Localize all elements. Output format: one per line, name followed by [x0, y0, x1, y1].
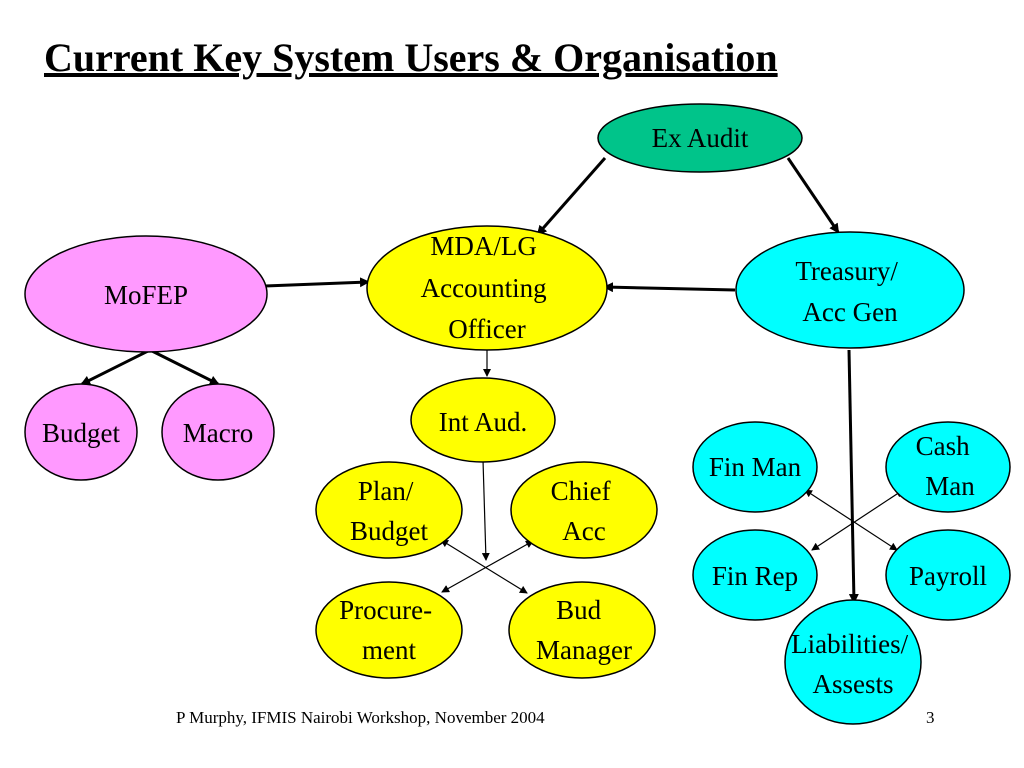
arrow-exaudit-to-mda [536, 157, 607, 236]
svg-text:Bud Manager: Bud Manager [536, 595, 632, 665]
procurement-label-line2: ment [362, 635, 416, 665]
bud-manager-label-line1: Bud [556, 595, 602, 625]
chief-acc-label-line1: Chief [551, 476, 611, 506]
arrow-mofep-to-macro [149, 348, 220, 386]
plan-budget-label-line2: Budget [350, 516, 428, 546]
node-liabilities-assests: Liabilities/ Assests [784, 599, 922, 725]
node-payroll: Payroll [885, 529, 1011, 621]
svg-text:Treasury/ Acc Gen: Treasury/ Acc Gen [795, 256, 904, 327]
node-fin-man: Fin Man [692, 421, 818, 513]
mda-label-line1: MDA/LG [430, 231, 537, 261]
svg-text:Cash Man: Cash Man [916, 431, 977, 501]
page-title: Current Key System Users & Organisation [44, 35, 778, 80]
int-aud-label: Int Aud. [439, 407, 528, 437]
node-macro: Macro [161, 383, 275, 481]
svg-text:Liabilities/ Assests: Liabilities/ Assests [791, 629, 915, 699]
connectors [80, 157, 904, 604]
svg-text:Fin Man: Fin Man [709, 452, 802, 482]
node-chief-acc: Chief Acc [510, 461, 658, 559]
cash-man-label-line1: Cash [916, 431, 971, 461]
ex-audit-label: Ex Audit [652, 123, 749, 153]
footer-credit: P Murphy, IFMIS Nairobi Workshop, Novemb… [176, 708, 545, 727]
macro-label: Macro [183, 418, 253, 448]
svg-text:Ex Audit: Ex Audit [652, 123, 749, 153]
node-procurement: Procure- ment [315, 581, 463, 679]
svg-text:Plan/ Budget: Plan/ Budget [350, 476, 428, 546]
arrow-mofep-to-budget [80, 348, 151, 386]
svg-text:Fin Rep: Fin Rep [712, 561, 798, 591]
svg-text:Chief Acc: Chief Acc [551, 476, 618, 546]
mda-label-line3: Officer [448, 314, 525, 344]
liabilities-label-line1: Liabilities/ [791, 629, 908, 659]
svg-text:Payroll: Payroll [909, 561, 987, 591]
node-mda-lg-accounting-officer: MDA/LG Accounting Officer [366, 225, 608, 351]
node-mofep: MoFEP [24, 235, 268, 353]
svg-text:MoFEP: MoFEP [104, 280, 188, 310]
fin-rep-label: Fin Rep [712, 561, 798, 591]
svg-text:Int Aud.: Int Aud. [439, 407, 528, 437]
node-budget: Budget [24, 383, 138, 481]
plan-budget-label-line1: Plan/ [358, 476, 414, 506]
arrow-chief-procurement [441, 540, 534, 593]
mofep-label: MoFEP [104, 280, 188, 310]
node-treasury-acc-gen: Treasury/ Acc Gen [735, 231, 965, 349]
mda-label-line2: Accounting [421, 273, 547, 303]
node-ex-audit: Ex Audit [597, 103, 803, 173]
budget-label: Budget [42, 418, 120, 448]
page-number: 3 [926, 708, 935, 727]
liabilities-label-line2: Assests [812, 669, 893, 699]
node-bud-manager: Bud Manager [508, 581, 656, 679]
node-cash-man: Cash Man [885, 421, 1011, 513]
procurement-label-line1: Procure- [339, 595, 432, 625]
arrow-treasury-to-mda [603, 282, 736, 293]
treasury-label-line2: Acc Gen [802, 297, 898, 327]
svg-text:MDA/LG Accounting: MDA/LG Accounting Officer [421, 231, 554, 344]
node-fin-rep: Fin Rep [692, 529, 818, 621]
cash-man-label-line2: Man [925, 471, 975, 501]
node-plan-budget: Plan/ Budget [315, 461, 463, 559]
treasury-label-line1: Treasury/ [795, 256, 898, 286]
arrow-cashman-finrep [811, 489, 904, 551]
svg-text:Macro: Macro [183, 418, 253, 448]
chief-acc-label-line2: Acc [562, 516, 605, 546]
bud-manager-label-line2: Manager [536, 635, 632, 665]
node-int-aud: Int Aud. [410, 377, 556, 463]
arrow-treasury-to-liabilities [847, 349, 859, 604]
arrow-exaudit-to-treasury [786, 157, 840, 234]
payroll-label: Payroll [909, 561, 987, 591]
svg-text:Budget: Budget [42, 418, 120, 448]
line-intaud-to-hub [481, 459, 490, 561]
fin-man-label: Fin Man [709, 452, 802, 482]
arrow-mofep-to-mda [264, 277, 370, 288]
svg-text:Procure- ment: Procure- ment [339, 595, 439, 665]
